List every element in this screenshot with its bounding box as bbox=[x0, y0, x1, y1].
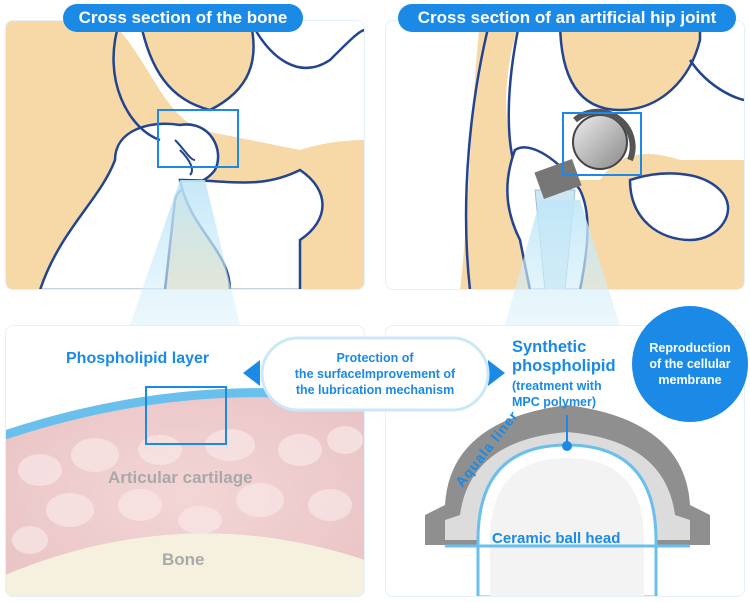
title-bone: Cross section of the bone bbox=[63, 4, 303, 32]
callout-bubble bbox=[260, 336, 490, 412]
bone-cross-section bbox=[5, 20, 365, 290]
arrow-left-icon bbox=[243, 360, 260, 386]
title-hip-joint: Cross section of an artificial hip joint bbox=[398, 4, 736, 32]
callout-line: the lubrication mechanism bbox=[295, 383, 455, 397]
badge-text: Reproduction of the cellular membrane bbox=[632, 340, 748, 388]
hip-joint-cross-section bbox=[385, 20, 745, 290]
zoom-beam-left bbox=[130, 180, 240, 325]
pointer-dot bbox=[562, 441, 572, 451]
treatment-line: MPC polymer) bbox=[512, 395, 597, 409]
zoom-beam-right bbox=[505, 200, 620, 325]
synthetic-line: phospholipid bbox=[512, 357, 616, 375]
cartilage-label: Articular cartilage bbox=[108, 468, 253, 487]
callout-line: the surfaceImprovement of bbox=[294, 367, 456, 381]
treatment-line: (treatment with bbox=[512, 379, 602, 393]
zoom-box-right bbox=[562, 112, 642, 176]
arrow-right-icon bbox=[488, 360, 505, 386]
zoom-box-left bbox=[157, 109, 239, 168]
callout-text: Protection of the surfaceImprovement of … bbox=[262, 350, 488, 398]
treatment-label: (treatment with MPC polymer) bbox=[512, 378, 602, 410]
zoom-box-cartilage bbox=[145, 386, 227, 445]
badge-line: Reproduction bbox=[649, 341, 731, 355]
synthetic-line: Synthetic bbox=[512, 338, 587, 356]
badge-line: membrane bbox=[658, 373, 722, 387]
phospholipid-layer-label: Phospholipid layer bbox=[66, 350, 210, 367]
membrane-badge bbox=[632, 306, 748, 422]
badge-line: of the cellular bbox=[649, 357, 731, 371]
synthetic-phospholipid-label: Synthetic phospholipid bbox=[512, 338, 616, 376]
callout-line: Protection of bbox=[336, 351, 414, 365]
ball-head-label: Ceramic ball head bbox=[492, 530, 621, 547]
bone-label: Bone bbox=[162, 550, 205, 569]
